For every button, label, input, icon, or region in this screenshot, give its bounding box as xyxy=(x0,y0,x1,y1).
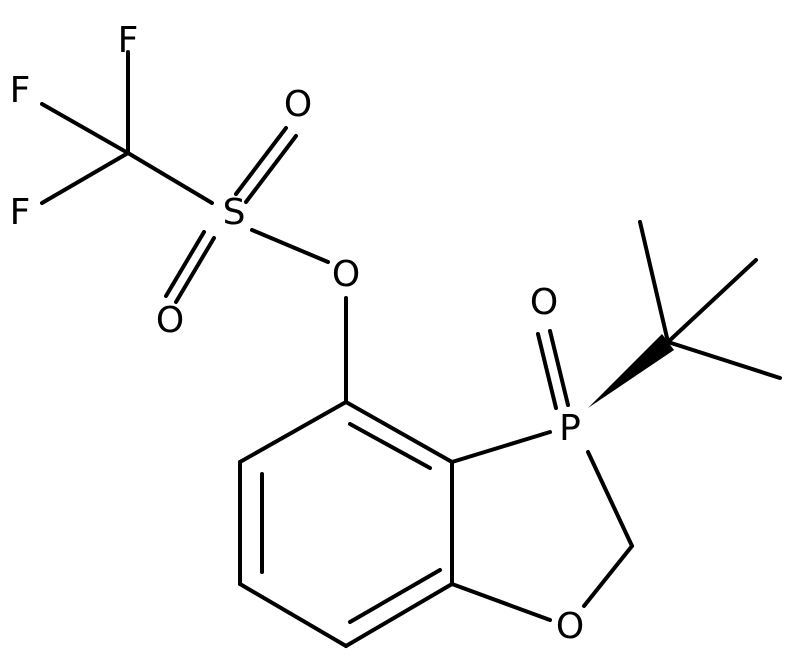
bond-c-f-left xyxy=(40,102,130,155)
bond-s-o-ester xyxy=(250,228,330,264)
atom-label-f-bottom: F xyxy=(10,192,31,233)
atom-label-o-sulfonyl-upper: O xyxy=(284,84,312,125)
bond-cq-me-right-up xyxy=(666,258,758,344)
bond-o-ch2 xyxy=(582,544,634,608)
bond-ring-c1-c2 xyxy=(238,400,348,464)
bond-s-o-lower-b xyxy=(174,236,216,304)
bonds xyxy=(40,50,782,648)
bond-s-o-upper-a xyxy=(234,126,288,196)
bond-c-s xyxy=(126,151,214,205)
bond-c-o-ring xyxy=(450,582,552,622)
bond-cq-me-right-down xyxy=(666,340,782,380)
bond-ring-c4-c5 xyxy=(344,582,454,648)
bond-ring-c3-c4 xyxy=(238,582,348,648)
wedge-bond-p-tbu xyxy=(588,334,674,408)
atom-label-o-ester: O xyxy=(332,254,360,295)
atom-label-f-left: F xyxy=(10,70,31,111)
atom-label-f-top: F xyxy=(118,20,139,61)
bond-s-o-lower-a xyxy=(164,230,206,298)
bond-ring-c6-c1-inner xyxy=(348,422,432,470)
atom-labels: F F F S O O O O P O xyxy=(10,20,585,647)
bond-p-o-b xyxy=(548,329,570,407)
bond-cq-me-top xyxy=(638,220,670,344)
bond-ring-c4-c5-inner xyxy=(348,568,442,624)
atom-label-p: P xyxy=(559,408,581,449)
atom-label-o-sulfonyl-lower: O xyxy=(156,300,184,341)
atom-label-o-phosphoryl: O xyxy=(530,282,558,323)
bond-ch2-p xyxy=(586,450,634,548)
atom-label-o-ring: O xyxy=(556,606,584,647)
bond-c-f-bottom xyxy=(40,151,130,205)
bond-p-o-a xyxy=(536,332,558,410)
bond-c-p xyxy=(450,430,552,464)
atom-label-s: S xyxy=(223,192,246,233)
bond-ring-c6-c1 xyxy=(344,400,454,464)
bond-s-o-upper-b xyxy=(244,134,298,204)
